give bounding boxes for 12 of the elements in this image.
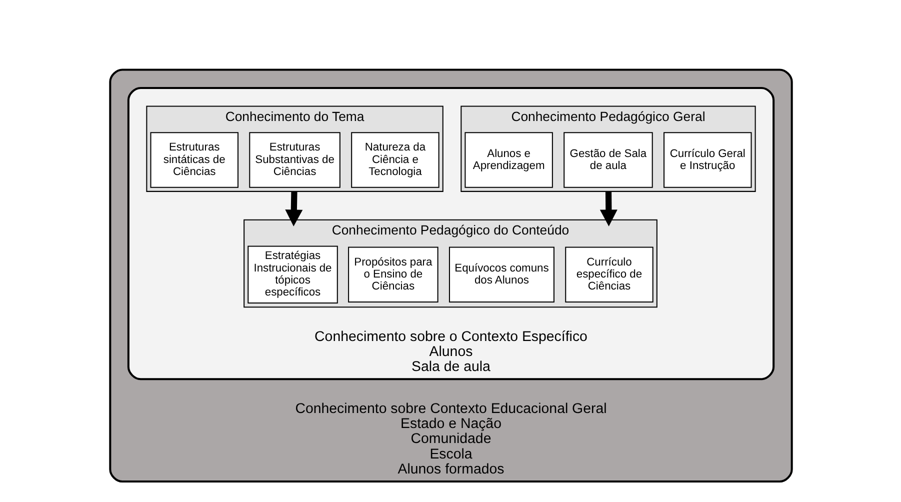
- node-box: Currículo específico de Ciências: [564, 246, 653, 302]
- node-box: Gestão de Sala de aula: [563, 132, 652, 188]
- node-box: Currículo Geral e Instrução: [663, 132, 752, 188]
- arrow: [284, 191, 302, 226]
- node-box: Estratégias Instrucionais de tópicos específicos: [247, 246, 338, 304]
- arrow: [599, 191, 617, 226]
- node-box: Estruturas sintáticas de Ciências: [150, 132, 238, 188]
- node-box: Alunos e Aprendizagem: [464, 132, 552, 188]
- node-box: Natureza da Ciência e Tecnologia: [350, 132, 439, 188]
- node-box: Estruturas Substantivas de Ciências: [248, 132, 340, 188]
- node-box: Equívocos comuns dos Alunos: [448, 246, 554, 302]
- node-box: Propósitos para o Ensino de Ciências: [348, 246, 438, 302]
